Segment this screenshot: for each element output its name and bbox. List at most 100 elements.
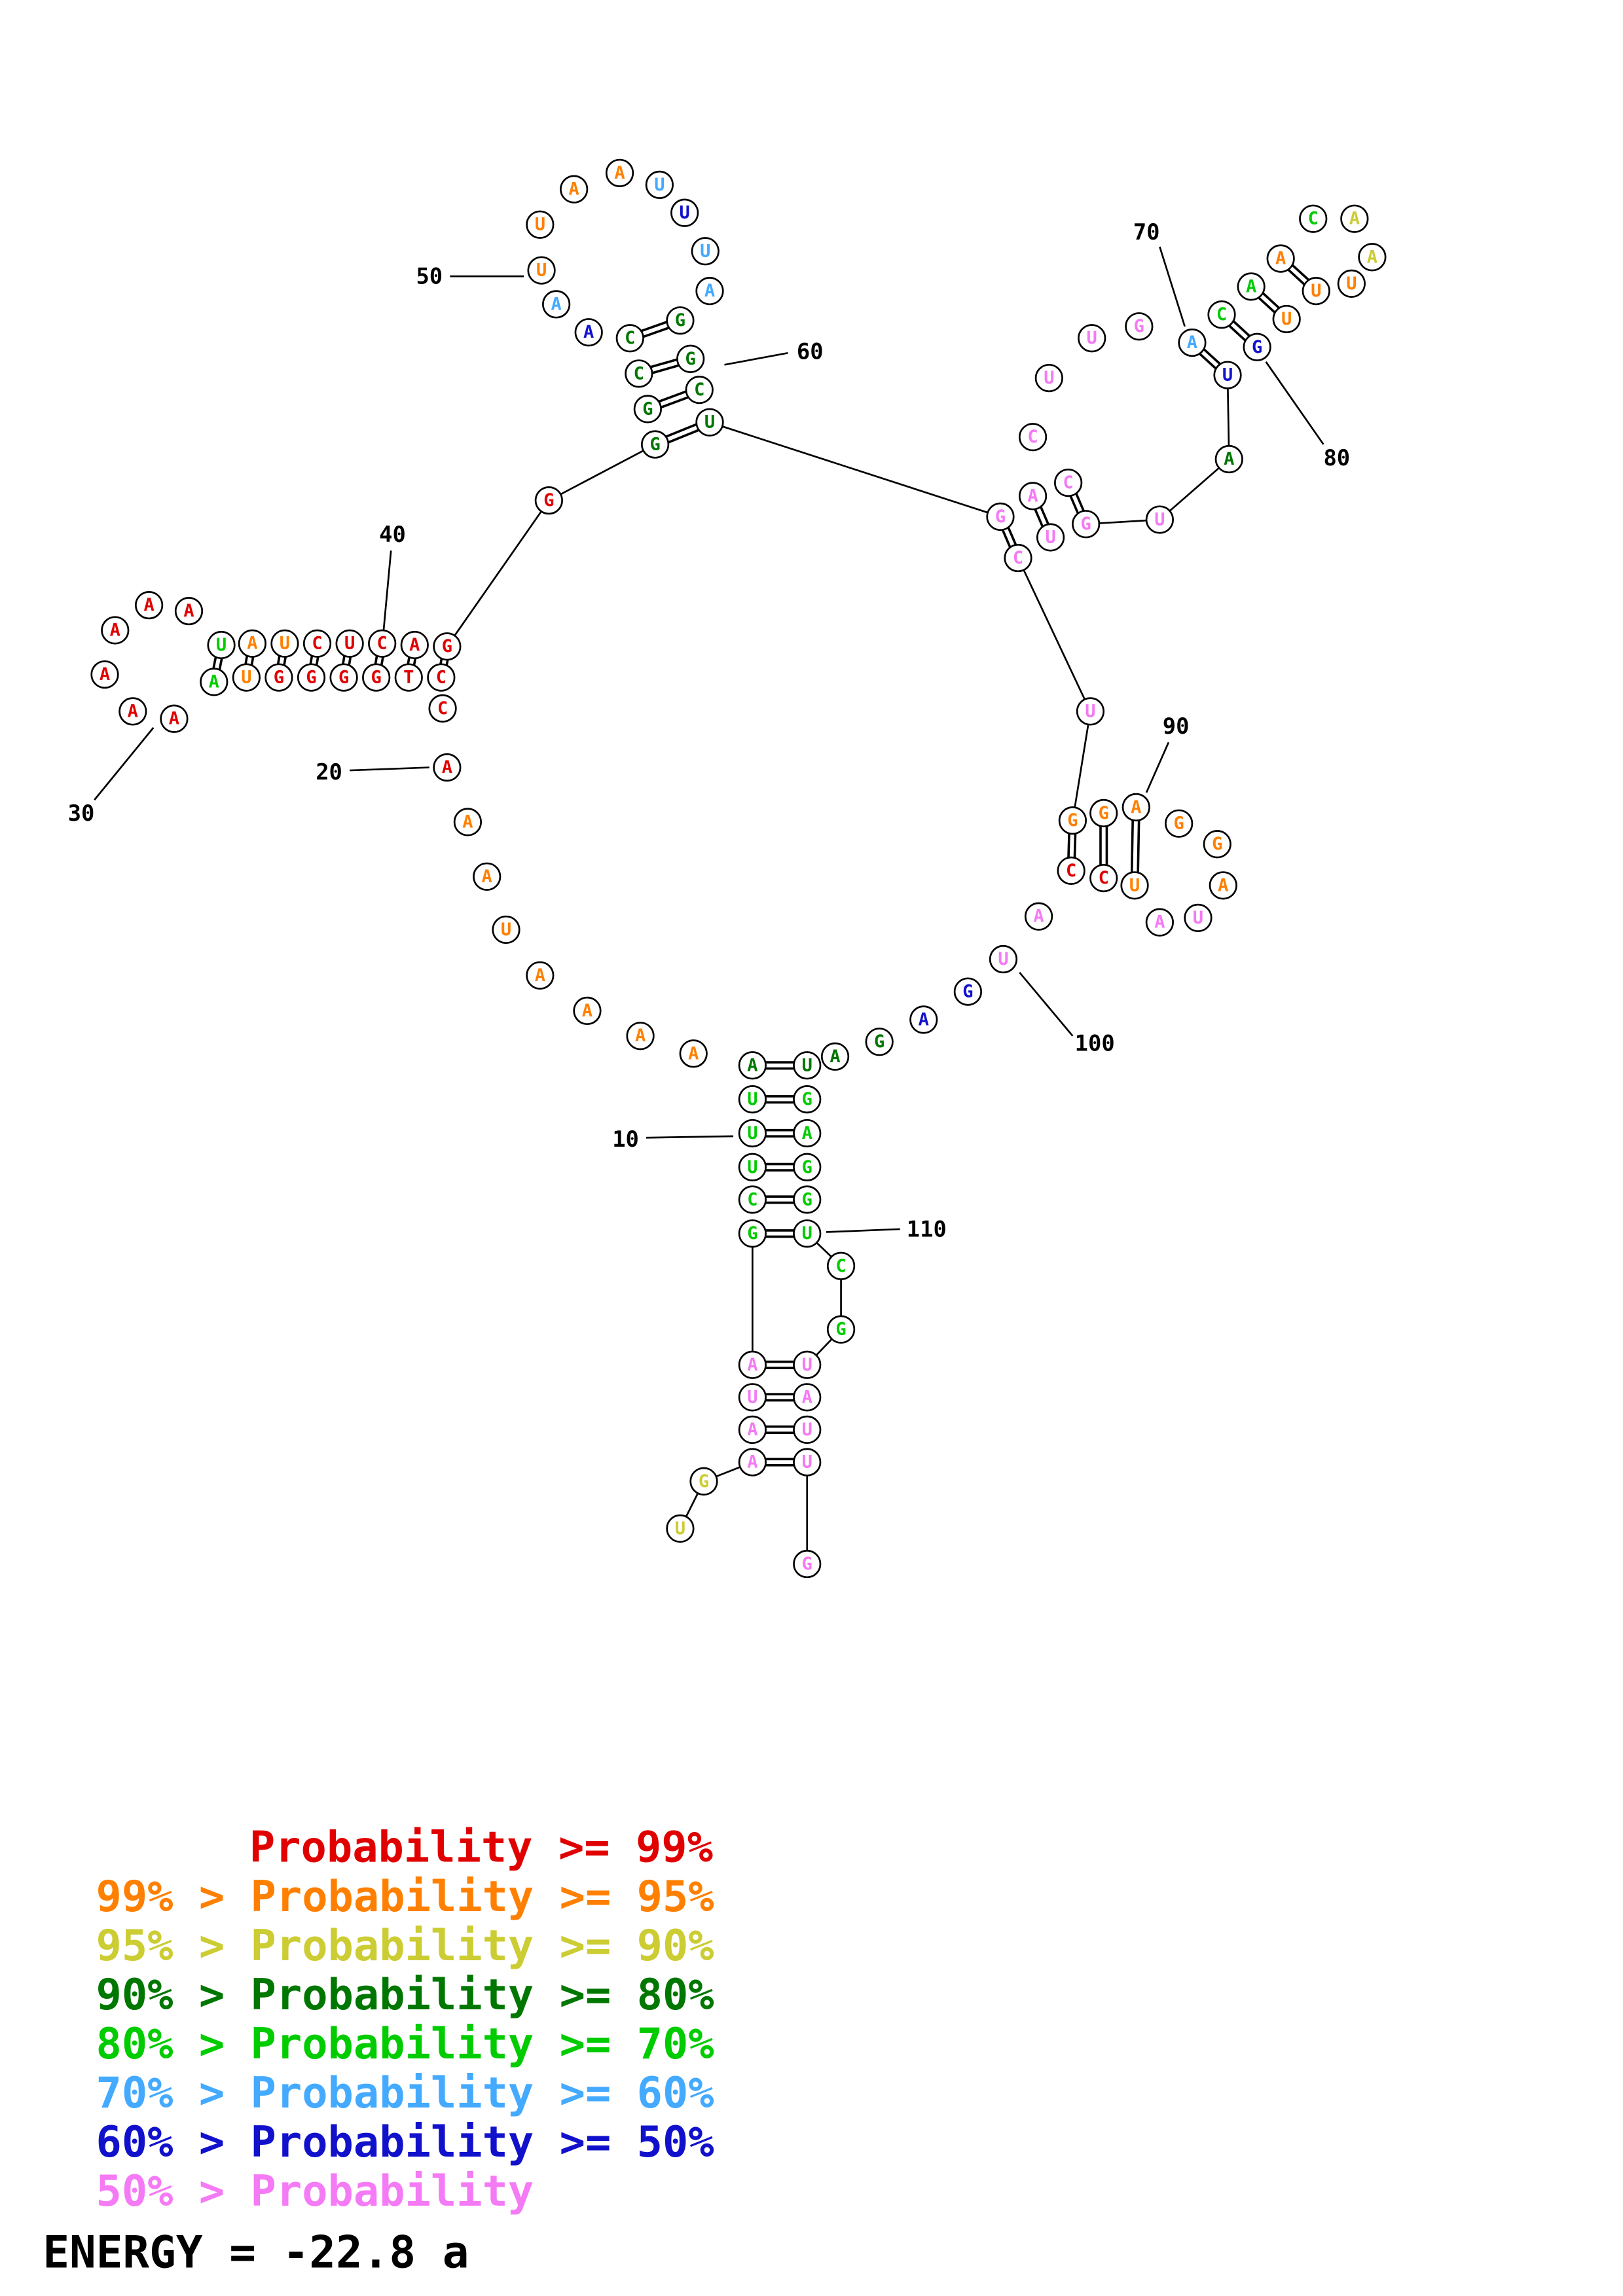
nucleotide-letter: A — [110, 620, 120, 640]
nucleotide-letter: A — [551, 294, 561, 314]
base-pair-bond — [1006, 525, 1018, 547]
nucleotide-circle — [1122, 793, 1150, 822]
nucleotide-circle — [793, 1051, 822, 1080]
nucleotide-letter: A — [688, 1043, 699, 1064]
base-pair-bond — [1067, 831, 1070, 860]
base-pair-bond — [1231, 319, 1252, 338]
nucleotide-letter: U — [700, 241, 710, 261]
nucleotide-circle — [695, 277, 724, 306]
position-label: 80 — [1323, 445, 1350, 471]
nucleotide-letter: A — [128, 701, 138, 721]
nucleotide-circle — [427, 663, 456, 692]
nucleotide-circle — [1237, 272, 1266, 301]
nucleotide-circle — [1053, 468, 1083, 497]
base-pair-bond — [1286, 267, 1307, 287]
nucleotide-circle — [865, 1028, 894, 1056]
position-label-line — [1145, 742, 1170, 793]
nucleotide-circle — [738, 1185, 767, 1214]
nucleotide-letter: A — [1275, 249, 1286, 269]
nucleotide-circle — [793, 1549, 822, 1579]
nucleotide-circle — [666, 306, 695, 335]
nucleotide-letter: A — [247, 634, 257, 654]
nucleotide-letter: A — [442, 757, 452, 778]
base-pair-bond — [649, 363, 682, 375]
nucleotide-circle — [1165, 809, 1194, 838]
nucleotide-circle — [615, 324, 644, 353]
backbone-line — [1227, 389, 1230, 446]
nucleotide-letter: C — [747, 1189, 757, 1210]
legend-item: 80% > Probability >= 70% — [96, 2019, 714, 2069]
nucleotide-circle — [738, 1415, 767, 1444]
nucleotide-circle — [793, 1185, 822, 1214]
nucleotide-circle — [738, 1350, 767, 1379]
nucleotide-letter: C — [1027, 427, 1038, 447]
nucleotide-circle — [329, 663, 358, 692]
nucleotide-letter: G — [642, 399, 653, 419]
nucleotide-circle — [1036, 523, 1065, 552]
nucleotide-letter: A — [582, 1001, 593, 1021]
nucleotide-circle — [238, 629, 267, 658]
legend-item: Probability >= 99% — [249, 1823, 713, 1873]
nucleotide-letter: C — [1216, 304, 1227, 325]
nucleotide-circle — [1203, 830, 1231, 859]
nucleotide-letter: C — [312, 634, 322, 654]
nucleotide-circle — [1089, 863, 1118, 893]
nucleotide-circle — [989, 944, 1018, 974]
nucleotide-letter: A — [802, 1387, 812, 1407]
position-label: 30 — [68, 800, 95, 826]
nucleotide-letter: G — [1081, 514, 1091, 534]
nucleotide-circle — [541, 290, 571, 319]
nucleotide-circle — [1072, 510, 1101, 539]
nucleotide-circle — [527, 256, 556, 285]
nucleotide-letter: A — [482, 867, 492, 887]
backbone-line — [722, 425, 988, 514]
nucleotide-circle — [679, 1039, 708, 1068]
nucleotide-letter: A — [1033, 906, 1044, 927]
nucleotide-circle — [368, 629, 397, 658]
position-label: 70 — [1133, 219, 1160, 245]
nucleotide-circle — [473, 862, 501, 891]
nucleotide-letter: G — [1174, 814, 1184, 834]
nucleotide-circle — [1145, 908, 1174, 937]
base-pair-bond — [1068, 493, 1080, 516]
nucleotide-letter: U — [1129, 875, 1140, 895]
nucleotide-circle — [1034, 363, 1063, 393]
nucleotide-letter: G — [1067, 810, 1078, 831]
nucleotide-circle — [738, 1085, 767, 1114]
base-pair-bond — [656, 389, 689, 404]
backbone-line — [454, 511, 542, 636]
nucleotide-circle — [433, 632, 462, 661]
nucleotide-letter: C — [1063, 473, 1073, 493]
nucleotide-letter: U — [1222, 365, 1233, 386]
nucleotide-circle — [1299, 204, 1328, 233]
nucleotide-circle — [134, 591, 164, 620]
nucleotide-circle — [793, 1085, 822, 1114]
nucleotide-circle — [1272, 304, 1301, 334]
position-label-line — [1159, 246, 1186, 327]
nucleotide-letter: U — [241, 668, 251, 688]
legend-item: 90% > Probability >= 80% — [96, 1970, 714, 2020]
nucleotide-circle — [1209, 871, 1237, 900]
nucleotide-circle — [1302, 277, 1330, 306]
nucleotide-letter: A — [802, 1123, 812, 1143]
nucleotide-circle — [793, 1350, 822, 1379]
nucleotide-letter: C — [835, 1256, 846, 1276]
base-pair-bond — [1290, 262, 1311, 283]
nucleotide-letter: G — [306, 668, 316, 688]
nucleotide-letter: G — [802, 1089, 812, 1109]
nucleotide-circle — [207, 630, 236, 660]
nucleotide-letter: G — [802, 1189, 812, 1210]
nucleotide-letter: G — [442, 636, 452, 656]
base-pair-bond — [1000, 528, 1012, 550]
nucleotide-letter: U — [535, 215, 545, 235]
nucleotide-circle — [625, 359, 653, 388]
nucleotide-letter: G — [802, 1157, 812, 1177]
nucleotide-circle — [1184, 903, 1213, 933]
position-label: 110 — [907, 1216, 947, 1242]
position-label-line — [1265, 361, 1324, 445]
nucleotide-circle — [738, 1051, 767, 1080]
nucleotide-letter: A — [462, 812, 473, 832]
nucleotide-circle — [362, 663, 391, 692]
nucleotide-circle — [1120, 871, 1149, 900]
